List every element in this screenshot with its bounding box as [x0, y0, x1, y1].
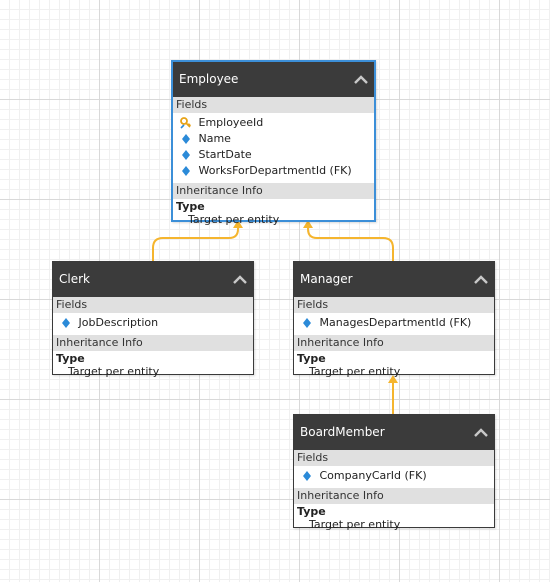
field-diamond-icon — [60, 316, 72, 330]
entity-title: Employee — [179, 72, 239, 86]
inheritance-info-section-title: Inheritance Info — [294, 335, 494, 351]
fields-section-title: Fields — [53, 297, 253, 313]
field-row[interactable]: StartDate — [173, 147, 374, 163]
field-label: JobDescription — [78, 316, 159, 329]
field-row[interactable]: Name — [173, 131, 374, 147]
inheritance-info: Type Target per entity — [294, 504, 494, 535]
field-label: Name — [198, 132, 231, 145]
field-label: ManagesDepartmentId (FK) — [319, 316, 472, 329]
manager-entity[interactable]: Manager Fields ManagesDepartmentId (FK) … — [293, 261, 495, 378]
inheritance-info-section-title: Inheritance Info — [173, 183, 374, 199]
field-list: CompanyCarId (FK) — [294, 466, 494, 488]
collapse-chevron-icon[interactable] — [474, 273, 488, 287]
field-row[interactable]: ManagesDepartmentId (FK) — [294, 315, 494, 331]
entity-title: Clerk — [59, 272, 90, 286]
collapse-chevron-icon[interactable] — [354, 73, 368, 87]
manager-to-employee-connector — [307, 226, 394, 261]
inheritance-info-section-title: Inheritance Info — [53, 335, 253, 351]
inheritance-type-value: Target per entity — [309, 365, 401, 378]
clerk-to-employee-connector — [152, 226, 239, 261]
inheritance-info-section-title: Inheritance Info — [294, 488, 494, 504]
boardmember-to-manager-arrowhead — [388, 375, 398, 383]
field-list: EmployeeId Name StartDate WorksForDepart… — [173, 113, 374, 183]
field-row[interactable]: EmployeeId — [173, 115, 374, 131]
field-diamond-icon — [180, 132, 192, 146]
inheritance-type-value: Target per entity — [188, 213, 280, 226]
type-label: Type — [176, 200, 205, 213]
collapse-chevron-icon[interactable] — [233, 273, 247, 287]
boardmember-entity[interactable]: BoardMember Fields CompanyCarId (FK) Inh… — [293, 414, 495, 531]
clerk-entity[interactable]: Clerk Fields JobDescription Inheritance … — [52, 261, 254, 378]
primary-key-icon — [180, 116, 192, 130]
entity-header[interactable]: Manager — [294, 262, 494, 297]
inheritance-info: Type Target per entity — [173, 199, 374, 230]
type-label: Type — [297, 352, 326, 365]
field-label: WorksForDepartmentId (FK) — [198, 164, 352, 177]
entity-header[interactable]: BoardMember — [294, 415, 494, 450]
field-diamond-icon — [301, 316, 313, 330]
inheritance-type-value: Target per entity — [68, 365, 160, 378]
entity-header[interactable]: Employee — [173, 62, 374, 97]
inheritance-info: Type Target per entity — [294, 351, 494, 382]
field-diamond-icon — [301, 469, 313, 483]
field-label: EmployeeId — [198, 116, 264, 129]
fields-section-title: Fields — [173, 97, 374, 113]
field-diamond-icon — [180, 164, 192, 178]
manager-to-employee-arrowhead — [303, 220, 313, 228]
field-row[interactable]: WorksForDepartmentId (FK) — [173, 163, 374, 179]
field-label: CompanyCarId (FK) — [319, 469, 427, 482]
field-list: JobDescription — [53, 313, 253, 335]
inheritance-type-value: Target per entity — [309, 518, 401, 531]
clerk-to-employee-arrowhead — [233, 220, 243, 228]
field-diamond-icon — [180, 148, 192, 162]
fields-section-title: Fields — [294, 297, 494, 313]
field-row[interactable]: CompanyCarId (FK) — [294, 468, 494, 484]
field-list: ManagesDepartmentId (FK) — [294, 313, 494, 335]
entity-title: BoardMember — [300, 425, 385, 439]
collapse-chevron-icon[interactable] — [474, 426, 488, 440]
type-label: Type — [56, 352, 85, 365]
employee-entity[interactable]: Employee Fields EmployeeId Name — [171, 60, 376, 226]
fields-section-title: Fields — [294, 450, 494, 466]
type-label: Type — [297, 505, 326, 518]
field-label: StartDate — [198, 148, 252, 161]
entity-header[interactable]: Clerk — [53, 262, 253, 297]
inheritance-info: Type Target per entity — [53, 351, 253, 382]
field-row[interactable]: JobDescription — [53, 315, 253, 331]
entity-title: Manager — [300, 272, 353, 286]
